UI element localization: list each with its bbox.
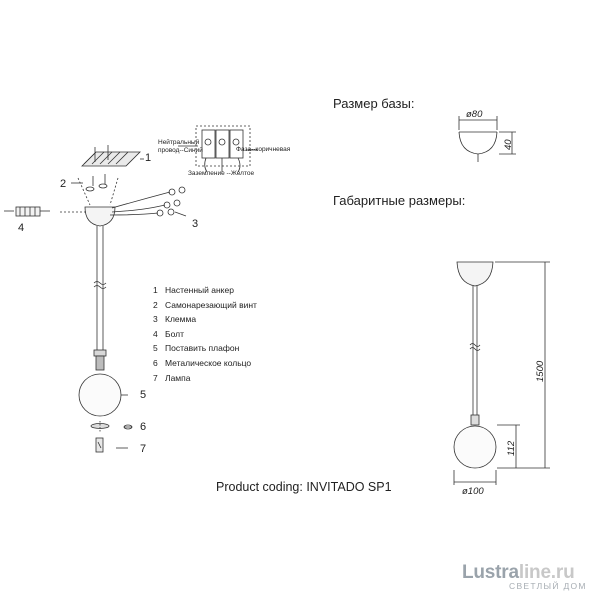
base-size-header: Размер базы: xyxy=(333,96,415,111)
base-diameter-label: ø80 xyxy=(466,109,483,120)
callout-6: 6 xyxy=(140,421,147,433)
product-coding: Product coding: INVITADO SP1 xyxy=(216,480,392,494)
watermark-subtitle: СВЕТЛЫЙ ДОМ xyxy=(509,581,587,591)
overall-dimension-diagram xyxy=(453,261,550,485)
phase-wire-label: Фаза--коричневая xyxy=(236,146,291,153)
callout-3: 3 xyxy=(192,218,199,230)
neutral-wire-label-1: Нейтральный xyxy=(158,139,200,146)
callout-5: 5 xyxy=(140,389,147,401)
base-size-diagram xyxy=(458,116,516,162)
callout-2: 2 xyxy=(60,178,67,190)
base-height-label: 40 xyxy=(503,139,514,150)
watermark-logo: Lustraline.ru xyxy=(462,562,575,583)
self-tapping-screws xyxy=(71,174,108,192)
callout-4: 4 xyxy=(18,222,25,234)
shade-diameter-label: ø100 xyxy=(462,486,484,497)
wires xyxy=(109,186,187,217)
shade-height-label: 112 xyxy=(506,440,517,456)
total-height-label: 1500 xyxy=(535,360,546,382)
overall-size-header: Габаритные размеры: xyxy=(333,193,466,208)
bulb xyxy=(95,437,128,453)
metal-ring xyxy=(90,421,133,432)
callout-1: 1 xyxy=(145,152,152,164)
neutral-wire-label-2: провод--Синий xyxy=(158,147,203,154)
bolt-part xyxy=(4,206,50,217)
wiring-detail-box xyxy=(178,125,258,173)
glass-shade xyxy=(78,373,122,417)
canopy xyxy=(60,177,119,227)
callout-7: 7 xyxy=(140,443,147,455)
ceiling-anchor-plate xyxy=(81,145,144,167)
ground-wire-label: Заземление --Желтое xyxy=(188,170,255,177)
lamp-socket xyxy=(93,349,107,371)
